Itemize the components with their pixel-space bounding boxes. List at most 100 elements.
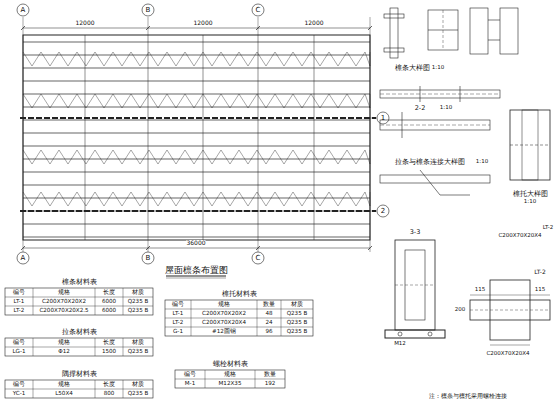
table-cell: Q235 B	[287, 311, 308, 317]
table-cell: 材质	[291, 302, 303, 308]
drawing-line	[257, 192, 266, 206]
drawing-line	[20, 117, 376, 119]
drawing-line	[203, 35, 204, 240]
drawing-line	[194, 94, 203, 108]
drawing-line	[221, 94, 230, 108]
table-cell: M12X35	[219, 381, 242, 387]
axis-bubble	[142, 4, 154, 16]
detail-label: 3-3	[410, 229, 421, 236]
drawing-line	[302, 150, 311, 164]
axis-label: C	[256, 255, 261, 262]
drawing-line	[510, 145, 550, 146]
drawing-line	[443, 10, 444, 50]
drawing-line	[203, 150, 212, 164]
table-cell: LT-2	[173, 320, 184, 326]
drawing-line	[221, 150, 230, 164]
outline-rect	[384, 48, 404, 52]
drawing-line	[420, 86, 421, 102]
drawing-line	[370, 192, 371, 206]
drawing-line	[23, 81, 370, 82]
drawing-line	[281, 300, 282, 336]
outline-rect	[510, 110, 550, 180]
axis-label: A	[21, 7, 26, 14]
drawing-line	[86, 150, 95, 164]
drawing-line	[23, 192, 32, 206]
drawing-line	[23, 172, 370, 173]
detail-label: 200	[455, 307, 466, 313]
table-cell: 6000	[102, 299, 116, 305]
axis-bubble	[428, 332, 432, 336]
outline-rect	[380, 175, 490, 183]
outline-rect	[5, 288, 153, 315]
drawing-line	[275, 94, 284, 108]
drawing-line	[95, 52, 104, 66]
drawing-line	[490, 345, 530, 346]
drawing-line	[175, 379, 285, 380]
drawing-line	[266, 150, 275, 164]
drawing-line	[33, 338, 34, 356]
drawing-line	[356, 52, 365, 66]
drawing-line	[123, 380, 124, 398]
outline-rect	[384, 14, 404, 18]
table-cell: 规格	[58, 290, 70, 296]
drawing-line	[23, 150, 32, 164]
outline-rect	[23, 35, 370, 240]
dimension: 12000	[75, 20, 94, 26]
drawing-line	[59, 52, 68, 66]
detail-label: 2-2	[415, 105, 426, 112]
outline-rect	[5, 380, 153, 398]
drawing-line	[284, 52, 293, 66]
drawing-line	[329, 94, 338, 108]
drawing-line	[248, 192, 257, 206]
drawing-line	[23, 52, 32, 66]
drawing-line	[320, 52, 329, 66]
drawing-line	[293, 150, 302, 164]
table-cell: 材质	[132, 340, 144, 346]
axis-bubble	[252, 4, 264, 16]
drawing-line	[32, 192, 41, 206]
table-cell: 6000	[102, 308, 116, 314]
drawing-line	[266, 52, 275, 66]
drawing-line	[23, 146, 370, 147]
drawing-line	[293, 94, 302, 108]
table-cell: 拉条材料表	[62, 329, 97, 336]
table-cell: Φ12	[58, 349, 70, 355]
drawing-line	[86, 52, 95, 66]
table-cell: 檩托材料表	[222, 291, 257, 298]
drawing-line	[230, 52, 239, 66]
drawing-line	[395, 285, 435, 286]
drawing-line	[230, 150, 239, 164]
table-cell: L50X4	[55, 391, 73, 397]
drawing-line	[5, 389, 153, 390]
drawing-line	[123, 288, 124, 315]
drawing-line	[320, 150, 329, 164]
drawing-line	[329, 52, 338, 66]
drawing-line	[104, 150, 113, 164]
table-cell: 编号	[13, 290, 25, 296]
drawing-line	[23, 159, 370, 160]
drawing-line	[20, 210, 376, 212]
table-cell: 192	[265, 381, 276, 387]
drawing-line	[23, 42, 370, 43]
table-cell: 隅撑材料表	[62, 371, 97, 378]
drawing-line	[329, 192, 338, 206]
drawing-line	[77, 52, 86, 66]
drawing-line	[113, 52, 122, 66]
outline-rect	[428, 10, 458, 50]
drawing-line	[329, 150, 338, 164]
drawing-line	[365, 52, 370, 66]
drawing-line	[347, 52, 356, 66]
table-cell: #12圆钢	[212, 329, 236, 335]
drawing-line	[203, 52, 212, 66]
drawing-line	[185, 150, 194, 164]
drawing-line	[221, 192, 230, 206]
drawing-line	[293, 52, 302, 66]
drawing-line	[470, 295, 550, 296]
table-cell: 长度	[103, 382, 115, 388]
drawing-line	[191, 300, 192, 336]
table-cell: 编号	[184, 372, 196, 378]
table-cell: Q235 B	[287, 329, 308, 335]
drawing-line	[123, 338, 124, 356]
detail-label: LT-2	[534, 269, 546, 275]
